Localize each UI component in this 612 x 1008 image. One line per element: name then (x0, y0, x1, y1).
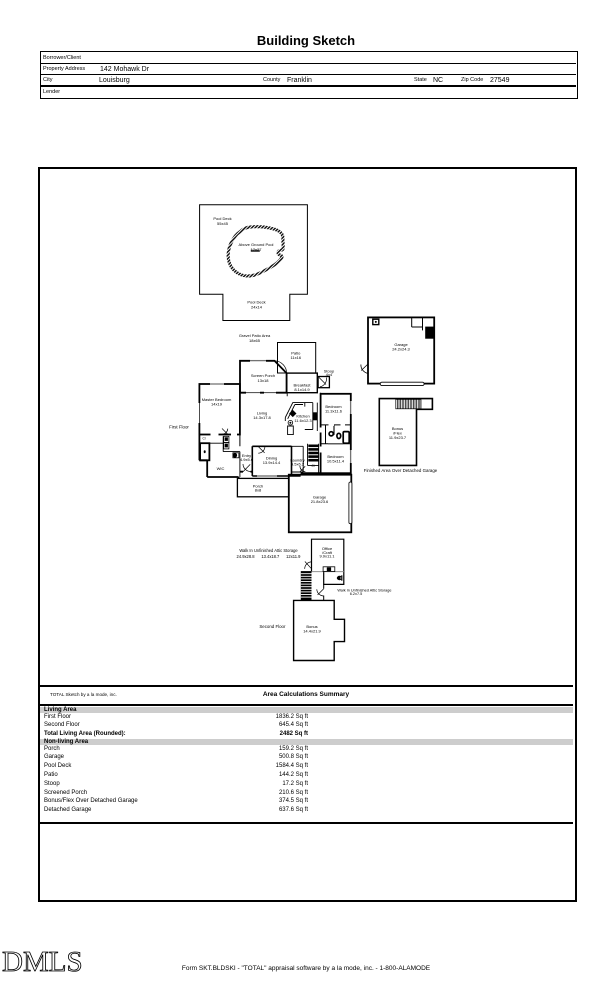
svg-text:First Floor: First Floor (169, 425, 189, 430)
svg-text:14x19: 14x19 (211, 402, 223, 407)
svg-text:4x4: 4x4 (326, 372, 333, 377)
svg-text:6.2x7.5: 6.2x7.5 (350, 592, 362, 596)
svg-text:11x16: 11x16 (290, 355, 301, 360)
svg-text:11.6x12.3: 11.6x12.3 (294, 418, 312, 423)
svg-text:Stoop: Stoop (324, 369, 335, 374)
svg-text:5.5x6.2: 5.5x6.2 (291, 462, 305, 467)
svg-text:8.1x14.9: 8.1x14.9 (294, 387, 310, 392)
svg-text:Pool Deck: Pool Deck (213, 216, 231, 221)
svg-text:/Craft: /Craft (322, 550, 333, 555)
svg-text:14.3x17.8: 14.3x17.8 (253, 415, 271, 420)
svg-text:11.9x23.7: 11.9x23.7 (389, 435, 407, 440)
svg-text:Cl: Cl (311, 464, 314, 468)
svg-text:10.5x11.4: 10.5x11.4 (327, 459, 345, 464)
svg-text:13x18: 13x18 (258, 378, 270, 383)
svg-text:13.9x14.4: 13.9x14.4 (263, 460, 281, 465)
svg-text:Screen Porch: Screen Porch (251, 373, 275, 378)
svg-text:Laundry: Laundry (290, 458, 304, 463)
svg-text:Kitchen: Kitchen (296, 414, 309, 419)
svg-text:Garage: Garage (313, 495, 327, 500)
svg-text:Bedroom: Bedroom (325, 404, 342, 409)
svg-text:Office: Office (322, 546, 333, 551)
svg-text:17x27: 17x27 (251, 247, 263, 252)
svg-text:Above Ground Pool: Above Ground Pool (239, 242, 274, 247)
svg-text:Gravel Patio Area: Gravel Patio Area (239, 333, 271, 338)
svg-text:Bonus: Bonus (392, 426, 403, 431)
svg-text:24.2x24.3: 24.2x24.3 (392, 347, 410, 352)
svg-text:9.9x11.1: 9.9x11.1 (319, 554, 335, 559)
svg-text:4.9x5.6: 4.9x5.6 (240, 457, 254, 462)
svg-text:Entry: Entry (242, 453, 251, 458)
svg-text:Dining: Dining (266, 456, 277, 461)
svg-text:Bedroom: Bedroom (327, 454, 344, 459)
svg-text:11.3x11.6: 11.3x11.6 (325, 409, 343, 414)
svg-text:Living: Living (257, 411, 267, 416)
svg-text:55x45: 55x45 (217, 221, 229, 226)
svg-text:Second Floor: Second Floor (259, 624, 286, 629)
svg-text:Patio: Patio (291, 351, 301, 356)
svg-text:Garage: Garage (394, 342, 408, 347)
svg-text:Master Bedroom: Master Bedroom (202, 397, 232, 402)
svg-text:18x65: 18x65 (249, 338, 261, 343)
svg-text:Pool Deck: Pool Deck (247, 300, 265, 305)
svg-text:Breakfast: Breakfast (294, 383, 312, 388)
svg-text:Bonus: Bonus (306, 624, 317, 629)
svg-text:Walk In Unfinished Attic Stora: Walk In Unfinished Attic Storage (239, 548, 298, 553)
svg-text:Walk In Unfinished Attic Stora: Walk In Unfinished Attic Storage (337, 588, 391, 592)
svg-text:Cl: Cl (202, 437, 205, 441)
svg-text:8x8: 8x8 (255, 488, 262, 493)
svg-text:14.4x21.9: 14.4x21.9 (303, 628, 321, 633)
svg-text:24.9x28.8 13.4x18.7: 24.9x28.8 13.4x18.7 12x11.9 (237, 554, 302, 559)
svg-text:21.8x23.6: 21.8x23.6 (311, 499, 329, 504)
svg-text:WIC: WIC (217, 466, 225, 471)
svg-text:Finished Area Over Detached Ga: Finished Area Over Detached Garage (364, 468, 438, 473)
svg-text:Porch: Porch (253, 484, 263, 489)
svg-text:24x14: 24x14 (251, 305, 263, 310)
svg-text:/Flex: /Flex (393, 431, 402, 436)
svg-text:DMLS: DMLS (2, 946, 83, 978)
